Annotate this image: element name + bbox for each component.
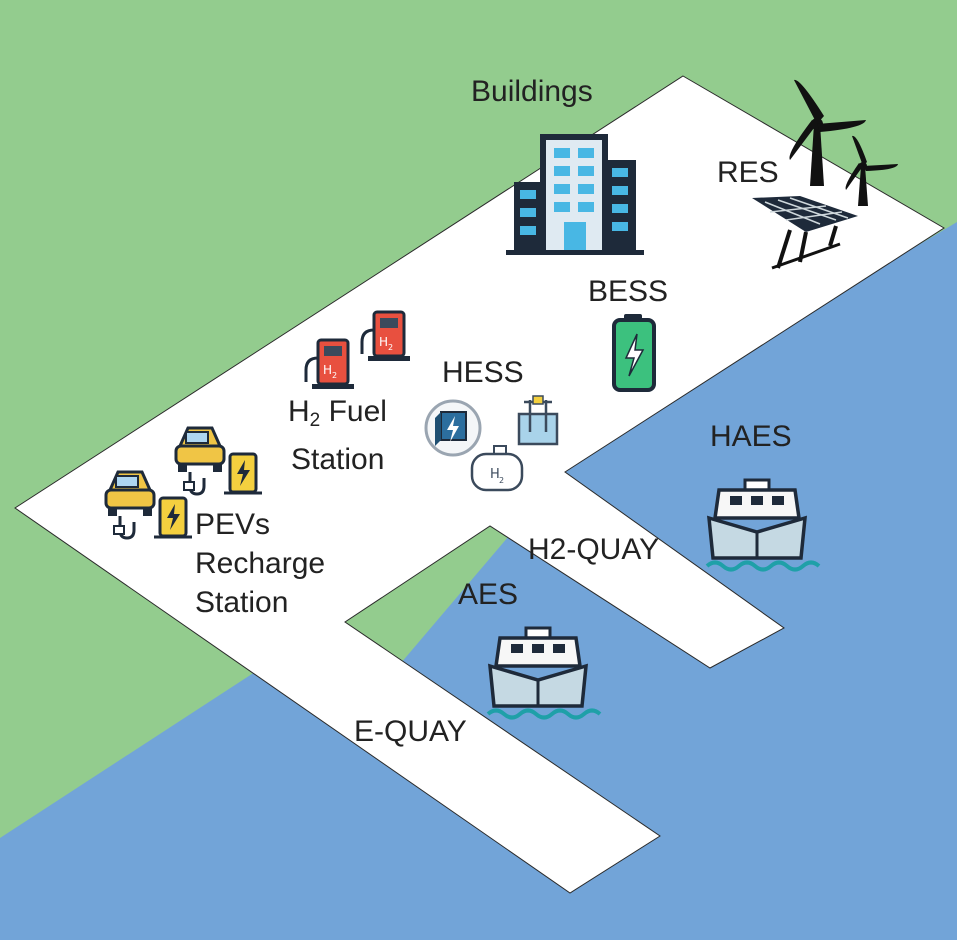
pump-sub-text: 2	[332, 371, 337, 380]
bess-label: BESS	[588, 275, 669, 308]
h2-fuel-h: H	[288, 395, 310, 428]
buildings-label: Buildings	[471, 75, 593, 108]
h2-fuel-line2: Station	[291, 443, 385, 476]
solar-panel-icon	[752, 196, 858, 270]
h2-fuel-station-label: H2 Fuel Station	[288, 392, 387, 479]
res-label: RES	[717, 156, 779, 189]
aes-label: AES	[458, 578, 519, 611]
pevs-recharge-station-label: PEVs Recharge Station	[195, 505, 325, 622]
pevs-line-2: Recharge	[195, 547, 326, 580]
h2-fuel-sub: 2	[309, 410, 321, 431]
haes-label: HAES	[710, 420, 792, 453]
wind-turbine-icon	[789, 79, 898, 206]
tank-sub-text: 2	[499, 476, 504, 485]
h2-fuel-rest: Fuel	[320, 395, 387, 428]
electrolyzer-icon	[517, 395, 559, 446]
pevs-line-1: PEVs	[195, 508, 271, 541]
pump-sub-text: 2	[388, 343, 393, 352]
e-quay-label: E-QUAY	[354, 715, 467, 748]
water-area	[0, 222, 957, 940]
office-building-icon	[506, 134, 644, 255]
h2-quay-label: H2-QUAY	[528, 533, 660, 566]
hydrogen-tank-icon: H 2	[470, 445, 524, 492]
hydrogen-pump-icon: H 2	[360, 310, 412, 363]
pump-h-text: H	[379, 335, 388, 349]
fuel-cell-icon	[424, 399, 482, 457]
tank-h-text: H	[490, 467, 500, 482]
pump-h-text: H	[323, 363, 332, 377]
hess-label: HESS	[442, 356, 524, 389]
hydrogen-pump-icon: H 2	[304, 338, 356, 391]
battery-icon	[612, 314, 656, 392]
pevs-line-3: Station	[195, 586, 289, 619]
